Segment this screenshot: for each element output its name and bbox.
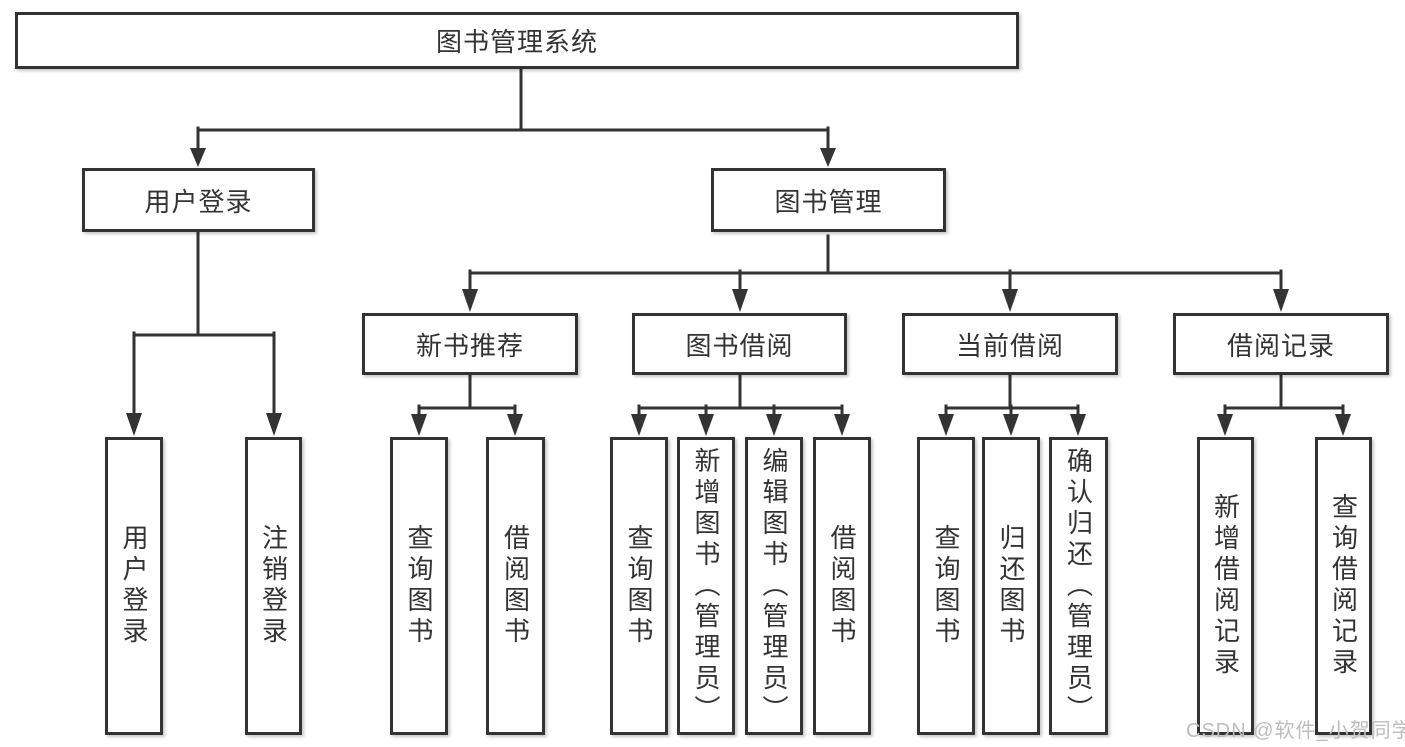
node-leaf-confirm-return-admin-label: 确认归还（管理员） — [1063, 446, 1094, 726]
node-leaf-query-books-2: 查询图书 — [610, 437, 668, 735]
node-borrow-records-label: 借阅记录 — [1226, 330, 1335, 361]
node-leaf-query-books-1-label: 查询图书 — [404, 524, 434, 648]
node-leaf-query-borrow-record: 查询借阅记录 — [1315, 437, 1372, 735]
node-leaf-add-book-admin-label: 新增图书（管理员） — [691, 446, 721, 726]
node-leaf-edit-book-admin: 编辑图书（管理员） — [745, 437, 803, 735]
node-leaf-logout: 注销登录 — [245, 437, 302, 735]
node-new-book-recommend-label: 新书推荐 — [415, 330, 524, 361]
node-leaf-borrow-books-2: 借阅图书 — [813, 437, 871, 735]
node-current-borrow: 当前借阅 — [902, 313, 1118, 375]
node-leaf-query-books-1: 查询图书 — [390, 437, 448, 735]
node-leaf-query-borrow-record-label: 查询借阅记录 — [1328, 493, 1359, 679]
node-leaf-return-book: 归还图书 — [982, 437, 1040, 735]
watermark: CSDN @软件_小贺同学 — [1186, 720, 1405, 742]
node-leaf-add-book-admin: 新增图书（管理员） — [677, 437, 735, 735]
node-leaf-return-book-label: 归还图书 — [996, 524, 1026, 648]
node-leaf-borrow-books-2-label: 借阅图书 — [827, 524, 857, 648]
node-leaf-confirm-return-admin: 确认归还（管理员） — [1049, 437, 1108, 735]
node-root: 图书管理系统 — [15, 12, 1019, 69]
node-leaf-add-borrow-record-label: 新增借阅记录 — [1210, 493, 1241, 679]
node-current-borrow-label: 当前借阅 — [955, 330, 1064, 361]
node-borrow-records: 借阅记录 — [1173, 313, 1389, 375]
node-leaf-query-books-2-label: 查询图书 — [624, 524, 654, 648]
node-book-borrow: 图书借阅 — [632, 313, 847, 375]
node-leaf-query-books-3-label: 查询图书 — [931, 524, 961, 648]
node-user-login-label: 用户登录 — [144, 186, 253, 217]
node-leaf-user-login-label: 用户登录 — [119, 524, 149, 648]
node-new-book-recommend: 新书推荐 — [362, 313, 578, 375]
node-book-management-label: 图书管理 — [774, 186, 883, 217]
node-leaf-borrow-books-1: 借阅图书 — [486, 437, 545, 735]
node-user-login: 用户登录 — [82, 168, 315, 232]
node-book-management: 图书管理 — [711, 168, 946, 232]
node-leaf-logout-label: 注销登录 — [258, 524, 289, 648]
node-leaf-edit-book-admin-label: 编辑图书（管理员） — [759, 446, 789, 726]
node-book-borrow-label: 图书借阅 — [685, 330, 794, 361]
node-leaf-query-books-3: 查询图书 — [917, 437, 975, 735]
node-leaf-user-login: 用户登录 — [105, 437, 163, 735]
node-root-label: 图书管理系统 — [435, 27, 598, 57]
node-leaf-add-borrow-record: 新增借阅记录 — [1197, 437, 1254, 735]
node-leaf-borrow-books-1-label: 借阅图书 — [500, 524, 531, 648]
